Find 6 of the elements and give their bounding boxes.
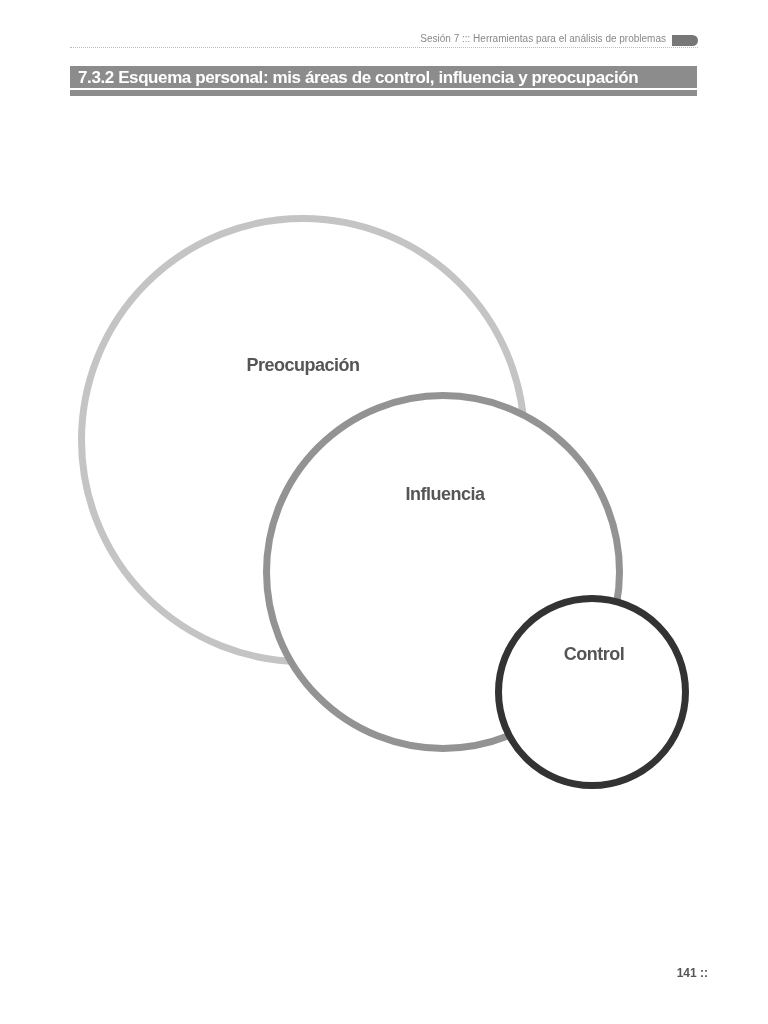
title: 7.3.2 Esquema personal: mis áreas de control, influencia y preocupación: [78, 68, 639, 88]
section-header: Sesión 7 ::: Herramientas para el análisis de problemas: [420, 33, 666, 44]
circle-label: Control: [563, 643, 625, 665]
circle-label: Influencia: [405, 483, 485, 505]
circle-label: Preocupación: [246, 354, 360, 376]
page-number: 141 ::: [676, 966, 708, 980]
